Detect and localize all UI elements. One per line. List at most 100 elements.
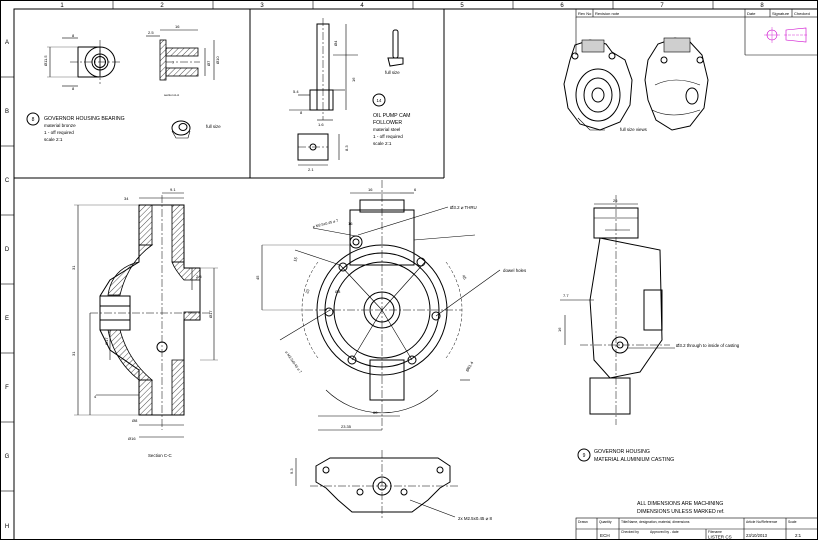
note-line-2: DIMENSIONS UNLESS MARKED ref. — [637, 509, 725, 515]
front-dim-dia-8: Ø8 — [335, 289, 341, 294]
front-dim-45-right: 45 — [461, 274, 468, 281]
bearing-dim-8-top: 8 — [72, 33, 75, 38]
housing-material: MATERIAL ALUMINIUM CASTING — [594, 457, 674, 463]
follower-callout — [372, 93, 386, 107]
follower-title-2: FOLLOWER — [373, 120, 402, 126]
grid-row-e: E — [5, 316, 9, 322]
follower-dim-8: 8 — [300, 110, 303, 115]
grid-row-d: D — [5, 247, 10, 253]
side-callout-boss-1: Ø3.2 through to inside of casting — [676, 343, 740, 348]
section-dim-34: 34 — [124, 196, 129, 201]
section-dim-2-5: 2.5 — [196, 274, 202, 279]
revision-table: Rev No Revision note Date Signature Chec… — [575, 8, 818, 56]
grid-rows: A B C D E F G H — [0, 40, 14, 530]
housing-callout — [577, 448, 591, 462]
grid-row-g: G — [5, 454, 10, 460]
front-dim-16b: 16 — [348, 221, 353, 226]
section-dim-31-top: 31 — [71, 265, 76, 270]
views-full-size: full size views — [620, 127, 648, 132]
follower-dim-8-3: 8.3 — [344, 145, 349, 151]
front-dim-33: 33 — [304, 288, 310, 295]
bearing-dim-7: 7 — [172, 60, 175, 65]
front-dim-6: 6 — [414, 187, 417, 192]
front-callout-thru: Ø3.2 ⌀ THRU — [450, 205, 477, 210]
front-dim-16: 16 — [368, 187, 373, 192]
grid-col-6: 6 — [560, 3, 564, 9]
bottom-dim-9-3: 9.3 — [289, 468, 294, 474]
tb-quantity-label: Quantity — [599, 520, 612, 524]
front-dim-dia-61: Ø61.4 — [465, 360, 475, 373]
section-dim-dia-17-right: Ø17 — [208, 310, 213, 318]
housing-part-number: 9 — [583, 453, 586, 459]
bearing-dim-2-5: 2.5 — [148, 30, 154, 35]
part-number-circle — [26, 112, 40, 126]
tb-drawn-value: ECH — [600, 533, 610, 538]
follower-quantity: 1 - off required — [373, 134, 403, 139]
tb-scale-label: Scale — [788, 520, 797, 524]
section-cc-view — [74, 192, 218, 438]
grid-col-5: 5 — [460, 3, 464, 9]
follower-full-size: full size — [385, 70, 400, 75]
side-dim-16: 16 — [557, 327, 562, 332]
bearing-part-number: 8 — [32, 117, 35, 123]
rev-header-checked: Checked — [794, 11, 810, 16]
bearing-small-image — [171, 120, 191, 139]
grid-col-1: 1 — [60, 3, 64, 9]
grid-row-h: H — [5, 524, 9, 530]
front-callout-dowel: dowel holes — [503, 268, 527, 273]
bearing-dim-dia-7: Ø7 — [206, 60, 211, 66]
follower-dim-16: 16 — [351, 77, 356, 82]
bearing-title: GOVERNOR HOUSING BEARING — [44, 116, 125, 122]
tb-date-label: Article No/Reference — [746, 520, 777, 524]
grid-col-4: 4 — [360, 3, 364, 9]
section-dim-9-1: 9.1 — [170, 187, 176, 192]
follower-dim-1-6: 1.6 — [318, 122, 324, 127]
housing-front-view — [261, 180, 501, 431]
section-dim-dia-16: Ø16 — [128, 436, 136, 441]
bearing-section-note: section A-A — [164, 93, 179, 97]
follower-dim-dia-4: Ø4 — [333, 40, 338, 46]
housing-title: GOVERNOR HOUSING — [594, 449, 650, 455]
front-callout-bolt: ⌀ M2.5x0.45 ⌀ 7 — [312, 219, 338, 229]
rev-header-date: Date — [747, 11, 756, 16]
part-number-circle — [372, 93, 386, 107]
follower-dim-5-4: 5.4 — [293, 89, 299, 94]
front-dim-45: 45 — [255, 275, 260, 280]
tb-drawn-label: Drawn — [578, 520, 588, 524]
bearing-dim-16: 16 — [175, 24, 180, 29]
follower-front-view — [289, 18, 358, 166]
side-dim-7-7: 7.7 — [563, 293, 569, 298]
bearing-quantity: 1 - off required — [44, 130, 74, 135]
grid-col-2: 2 — [160, 3, 164, 9]
section-dim-4: 4 — [94, 394, 97, 399]
rev-header-no: Rev No — [578, 11, 592, 16]
bearing-dim-8-bottom: 8 — [72, 86, 75, 91]
follower-small-image — [387, 29, 404, 67]
grid-row-a: A — [5, 40, 9, 46]
housing-3d-view-right — [644, 37, 709, 131]
bottom-callout-tap: 2x M2.5x0.45 ⌀ 8 — [458, 516, 492, 521]
tb-filename-value: LISTER CS — [708, 535, 732, 540]
grid-col-3: 3 — [260, 3, 264, 9]
bearing-scale: scale 2:1 — [44, 137, 63, 142]
bearing-full-size: full size — [206, 124, 221, 129]
housing-bottom-view — [295, 450, 460, 520]
section-dim-31-bottom: 31 — [71, 351, 76, 356]
front-callout-tap-small: ⌀ M2.5x0.45 ⌀ 7 — [284, 350, 302, 374]
bearing-dim-dia-10: Ø10 — [215, 56, 220, 64]
tb-checked-label: Checked by — [621, 530, 639, 534]
tb-scale-value: 2:1 — [795, 533, 802, 538]
grid-col-7: 7 — [660, 3, 664, 9]
rev-header-note: Revision note — [595, 11, 620, 16]
grid-columns: 1 2 3 4 5 6 7 8 — [60, 0, 764, 9]
bearing-front-view — [47, 37, 122, 87]
section-dim-dia-17-left: Ø17 — [104, 337, 109, 345]
bearing-material: material bronze — [44, 123, 76, 128]
housing-side-view — [560, 195, 675, 425]
bearing-section-view — [146, 29, 215, 81]
grid-row-b: B — [5, 109, 9, 115]
front-dim-60: 60 — [373, 410, 378, 415]
housing-3d-view-left — [563, 39, 633, 131]
front-dim-23-35: 23.35 — [341, 424, 352, 429]
grid-row-c: C — [5, 178, 10, 184]
